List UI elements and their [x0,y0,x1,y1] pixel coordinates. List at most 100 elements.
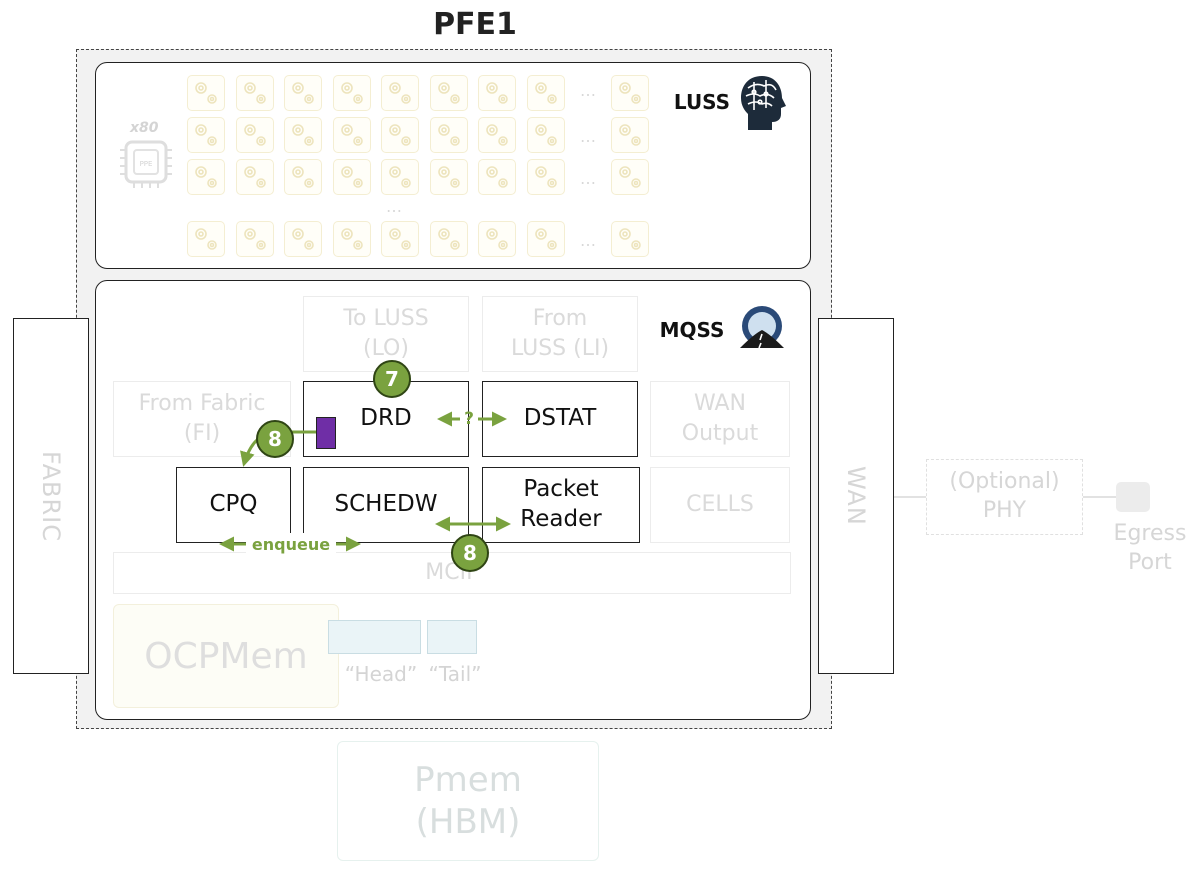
from-luss-block: From LUSS (LI) [482,296,638,372]
gear-icon [341,82,363,104]
ppe-cell [527,117,565,153]
ppe-cell [381,221,419,257]
head-label: “Head” [344,662,418,686]
ppe-cell [430,159,468,195]
gear-icon [486,124,508,146]
ppe-cell [611,117,649,153]
ppe-cell [611,159,649,195]
ppe-row-ellipsis: … [580,80,596,100]
ppe-cell [611,75,649,111]
ppe-cell [611,221,649,257]
gear-icon [619,228,641,250]
pfe1-title: PFE1 [433,6,517,42]
gear-icon [486,82,508,104]
ppe-chip-label: PPE [140,160,153,168]
ocpmem-block: OCPMem [113,604,339,708]
gear-icon [244,124,266,146]
gear-icon [341,166,363,188]
fabric-interface: FABRIC [13,318,89,674]
ppe-cell [527,159,565,195]
step-8-badge-packet-reader: 8 [451,534,489,572]
gear-icon [292,82,314,104]
gear-icon [389,124,411,146]
ppe-cell [381,75,419,111]
cells-block: CELLS [650,467,790,543]
head-segment [328,620,421,654]
gear-icon [535,82,557,104]
gear-icon [535,124,557,146]
tail-segment [427,620,477,654]
gear-icon [195,228,217,250]
ppe-cell [236,159,274,195]
ppe-cell [236,221,274,257]
ppe-cell [478,159,516,195]
ppe-cell [187,117,225,153]
enqueue-label: enqueue [246,533,336,555]
luss-label: LUSS [673,90,731,114]
ppe-cell [381,159,419,195]
ppe-row-ellipsis: … [580,230,596,250]
gear-icon [438,166,460,188]
gear-icon [438,228,460,250]
ppe-cell [333,117,371,153]
ppe-cell [236,117,274,153]
gear-icon [195,124,217,146]
gear-icon [244,82,266,104]
fabric-label: FABRIC [37,450,65,542]
ppe-cell [284,159,322,195]
ppe-cell [236,75,274,111]
ppe-cell [333,159,371,195]
gear-icon [195,82,217,104]
wan-output-block: WAN Output [650,381,790,457]
gear-icon [244,166,266,188]
ppe-cell [430,221,468,257]
gear-icon [619,124,641,146]
ppe-cell [187,221,225,257]
gear-icon [438,82,460,104]
ppe-chip-icon: x80 PPE [118,120,174,192]
gear-icon [195,166,217,188]
queue-entry-marker [316,417,336,449]
brain-head-icon [738,74,790,132]
gear-icon [619,82,641,104]
step-7-badge: 7 [373,360,411,398]
ppe-cell [187,159,225,195]
ppe-count-label: x80 [129,120,159,136]
gear-icon [292,124,314,146]
pmem-hbm-block: Pmem (HBM) [337,741,599,861]
ppe-cell [527,221,565,257]
cpq-block: CPQ [176,467,291,543]
gear-icon [341,228,363,250]
gear-icon [389,82,411,104]
ppe-cell [333,221,371,257]
gear-icon [535,166,557,188]
dstat-block: DSTAT [482,381,638,457]
ppe-cell [187,75,225,111]
ppe-column-ellipsis: … [386,196,402,216]
ppe-row-ellipsis: … [580,168,596,188]
gear-icon [486,166,508,188]
gear-icon [619,166,641,188]
tail-label: “Tail” [428,662,482,686]
wan-interface: WAN [818,318,894,674]
ppe-cell [284,75,322,111]
gear-icon [292,228,314,250]
ppe-cell [381,117,419,153]
gear-icon [244,228,266,250]
unknown-interaction-label: ? [464,409,474,429]
ppe-cell [284,221,322,257]
ppe-cell [527,75,565,111]
ppe-cell [430,117,468,153]
egress-port-icon [1116,482,1150,512]
ppe-cell [284,117,322,153]
ppe-cell [478,117,516,153]
gear-icon [389,166,411,188]
mqss-label: MQSS [659,318,725,342]
ppe-cell [430,75,468,111]
gear-icon [389,228,411,250]
optional-phy-block: (Optional) PHY [926,459,1083,535]
road-icon [736,304,788,352]
gear-icon [535,228,557,250]
ppe-cell [478,221,516,257]
gear-icon [486,228,508,250]
